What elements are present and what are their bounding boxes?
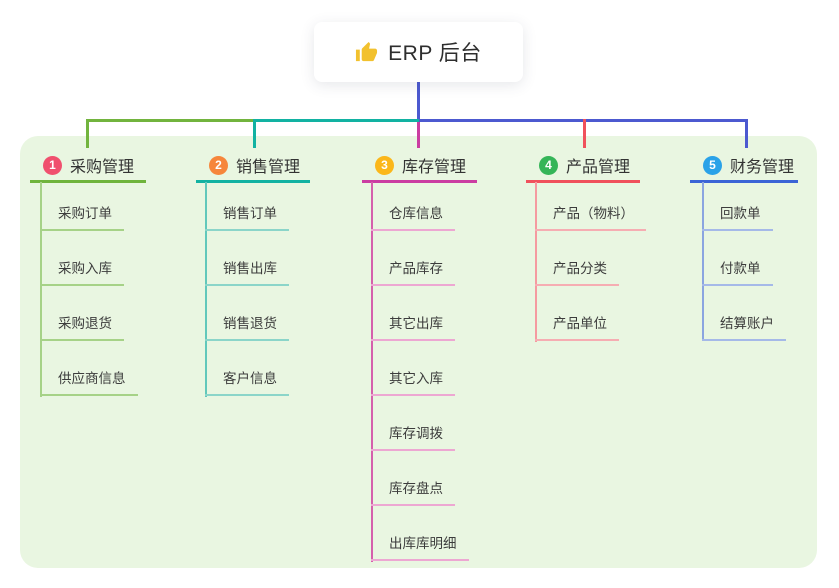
node-warehouse-info[interactable]: 仓库信息 bbox=[371, 204, 455, 231]
branch-node-product[interactable]: 4 产品管理 bbox=[526, 150, 640, 183]
node-outbound-detail[interactable]: 出库库明细 bbox=[371, 534, 469, 561]
branch-badge: 5 bbox=[703, 155, 722, 175]
branch-badge: 4 bbox=[539, 155, 558, 175]
branch-label: 产品管理 bbox=[566, 159, 631, 176]
node-sales-order[interactable]: 销售订单 bbox=[205, 204, 289, 231]
node-customer-info[interactable]: 客户信息 bbox=[205, 369, 289, 396]
node-payment-order[interactable]: 付款单 bbox=[702, 259, 773, 286]
node-stock-transfer[interactable]: 库存调拨 bbox=[371, 424, 455, 451]
branch-badge: 3 bbox=[375, 155, 394, 175]
node-product-category[interactable]: 产品分类 bbox=[535, 259, 619, 286]
node-product-stock[interactable]: 产品库存 bbox=[371, 259, 455, 286]
branch-label: 财务管理 bbox=[730, 159, 795, 176]
thumbs-up-icon bbox=[355, 41, 378, 64]
node-sales-outbound[interactable]: 销售出库 bbox=[205, 259, 289, 286]
node-product-unit[interactable]: 产品单位 bbox=[535, 314, 619, 341]
connector-root-drop bbox=[417, 82, 420, 121]
node-collection-order[interactable]: 回款单 bbox=[702, 204, 773, 231]
node-purchase-order[interactable]: 采购订单 bbox=[40, 204, 124, 231]
branch-spine-sales bbox=[205, 182, 207, 397]
root-title: ERP 后台 bbox=[388, 42, 482, 65]
branch-spine-product bbox=[535, 182, 537, 342]
connector-drop-inventory bbox=[417, 122, 420, 148]
branch-spine-finance bbox=[702, 182, 704, 341]
branch-node-sales[interactable]: 2 销售管理 bbox=[196, 150, 310, 183]
connector-drop-sales bbox=[253, 119, 256, 148]
node-other-outbound[interactable]: 其它出库 bbox=[371, 314, 455, 341]
branch-label: 采购管理 bbox=[70, 159, 135, 176]
node-sales-return[interactable]: 销售退货 bbox=[205, 314, 289, 341]
connector-bus-green bbox=[86, 119, 253, 122]
connector-drop-finance bbox=[745, 119, 748, 148]
mindmap-background-panel bbox=[20, 136, 817, 568]
connector-drop-purchase bbox=[86, 119, 89, 148]
branch-spine-inventory bbox=[371, 182, 373, 562]
branch-badge: 2 bbox=[209, 155, 228, 175]
node-purchase-inbound[interactable]: 采购入库 bbox=[40, 259, 124, 286]
branch-label: 库存管理 bbox=[402, 159, 467, 176]
branch-label: 销售管理 bbox=[236, 159, 301, 176]
branch-spine-purchase bbox=[40, 182, 42, 397]
node-product-material[interactable]: 产品（物料） bbox=[535, 204, 646, 231]
connector-drop-product bbox=[583, 119, 586, 148]
branch-node-finance[interactable]: 5 财务管理 bbox=[690, 150, 798, 183]
node-stock-count[interactable]: 库存盘点 bbox=[371, 479, 455, 506]
node-other-inbound[interactable]: 其它入库 bbox=[371, 369, 455, 396]
connector-bus-teal bbox=[253, 119, 419, 122]
branch-badge: 1 bbox=[43, 155, 62, 175]
root-node[interactable]: ERP 后台 bbox=[314, 22, 523, 82]
node-purchase-return[interactable]: 采购退货 bbox=[40, 314, 124, 341]
branch-node-purchase[interactable]: 1 采购管理 bbox=[30, 150, 146, 183]
node-supplier-info[interactable]: 供应商信息 bbox=[40, 369, 138, 396]
branch-node-inventory[interactable]: 3 库存管理 bbox=[362, 150, 477, 183]
node-settlement-account[interactable]: 结算账户 bbox=[702, 314, 786, 341]
